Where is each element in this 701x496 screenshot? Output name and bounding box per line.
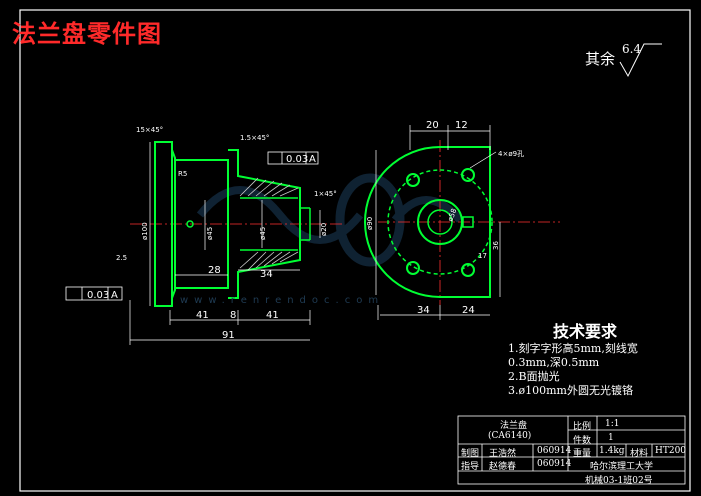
tb-qty-label: 件数 <box>573 436 592 446</box>
tb-drawn-label: 制图 <box>461 449 480 459</box>
tb-drawn-name: 王浩然 <box>489 449 517 459</box>
requirement-item-2: 0.3mm,深0.5mm <box>508 356 600 369</box>
tb-weight-value: 1.4kg <box>599 446 625 456</box>
roughness-symbol-icon <box>619 43 662 78</box>
dim-28: 28 <box>208 265 221 276</box>
watermark-text: www.renrendoc.com <box>180 295 385 306</box>
dim-91: 91 <box>222 330 235 341</box>
watermark-logo <box>196 173 464 267</box>
tb-school: 哈尔滨理工大学 <box>590 462 654 472</box>
tb-material-value: HT200 <box>655 446 687 456</box>
tol-datum-2: A <box>111 290 118 301</box>
tb-drawn-id: 060914 <box>537 446 572 456</box>
dim-phi45: ø45 <box>206 227 214 240</box>
dim-12: 12 <box>455 120 468 131</box>
title-block <box>457 415 686 485</box>
section-view: 0.03 A 0.03 A 41 41 91 28 34 8 15×45° 1.… <box>65 126 345 345</box>
dim-24: 24 <box>462 305 475 316</box>
requirements-heading: 技术要求 <box>553 322 618 341</box>
dim-34b: 34 <box>260 269 273 280</box>
dim-41a: 41 <box>196 310 209 321</box>
chamfer-1: 15×45° <box>136 126 163 134</box>
dim-holes: 4×ø9孔 <box>498 150 524 158</box>
radius-1: R5 <box>178 170 187 178</box>
tol-datum-1: A <box>309 154 316 165</box>
drawing-title: 法兰盘零件图 <box>12 20 162 48</box>
dim-phi90: ø90 <box>366 217 374 230</box>
tol-value-1: 0.03 <box>286 154 308 165</box>
tb-check-name: 赵德春 <box>489 462 517 472</box>
dim-phi20: ø20 <box>320 223 328 236</box>
dim-34: 34 <box>417 305 430 316</box>
tol-value-2: 0.03 <box>87 290 109 301</box>
tb-qty-value: 1 <box>608 433 614 443</box>
requirement-item-3: 2.B面抛光 <box>508 370 560 383</box>
dim-phi100: ø100 <box>141 222 149 240</box>
end-view: 20 12 34 24 4×ø9孔 17 ø90 36 ø58 <box>364 120 560 320</box>
tb-check-label: 指导 <box>461 462 480 472</box>
requirement-item-4: 3.ø100mm外圆无光镀铬 <box>508 384 633 397</box>
tb-material-label: 材料 <box>630 449 649 459</box>
chamfer-2: 1.5×45° <box>240 134 269 142</box>
tb-part-name: 法兰盘 <box>500 421 528 431</box>
chamfer-3: 1×45° <box>314 190 337 198</box>
requirement-item-1: 1.刻字字形高5mm,刻线宽 <box>508 342 638 355</box>
tb-part-code: (CA6140) <box>488 431 532 441</box>
roughness-label: 其余 <box>585 50 616 68</box>
tb-scale-value: 1:1 <box>605 419 620 429</box>
dim-17: 17 <box>478 252 487 260</box>
tb-class: 机械03-1班02号 <box>585 476 653 486</box>
roughness-value: 6.4 <box>622 42 642 56</box>
drawing-border <box>19 9 691 492</box>
tb-weight-label: 重量 <box>573 449 592 459</box>
dim-phi45b: ø45 <box>259 227 267 240</box>
dim-36: 36 <box>492 241 500 250</box>
radius-2: 2.5 <box>116 254 127 262</box>
dim-8: 8 <box>230 310 236 321</box>
tb-check-id: 060914 <box>537 459 572 469</box>
tb-scale-label: 比例 <box>573 422 592 432</box>
dim-41b: 41 <box>266 310 279 321</box>
dim-20: 20 <box>426 120 439 131</box>
